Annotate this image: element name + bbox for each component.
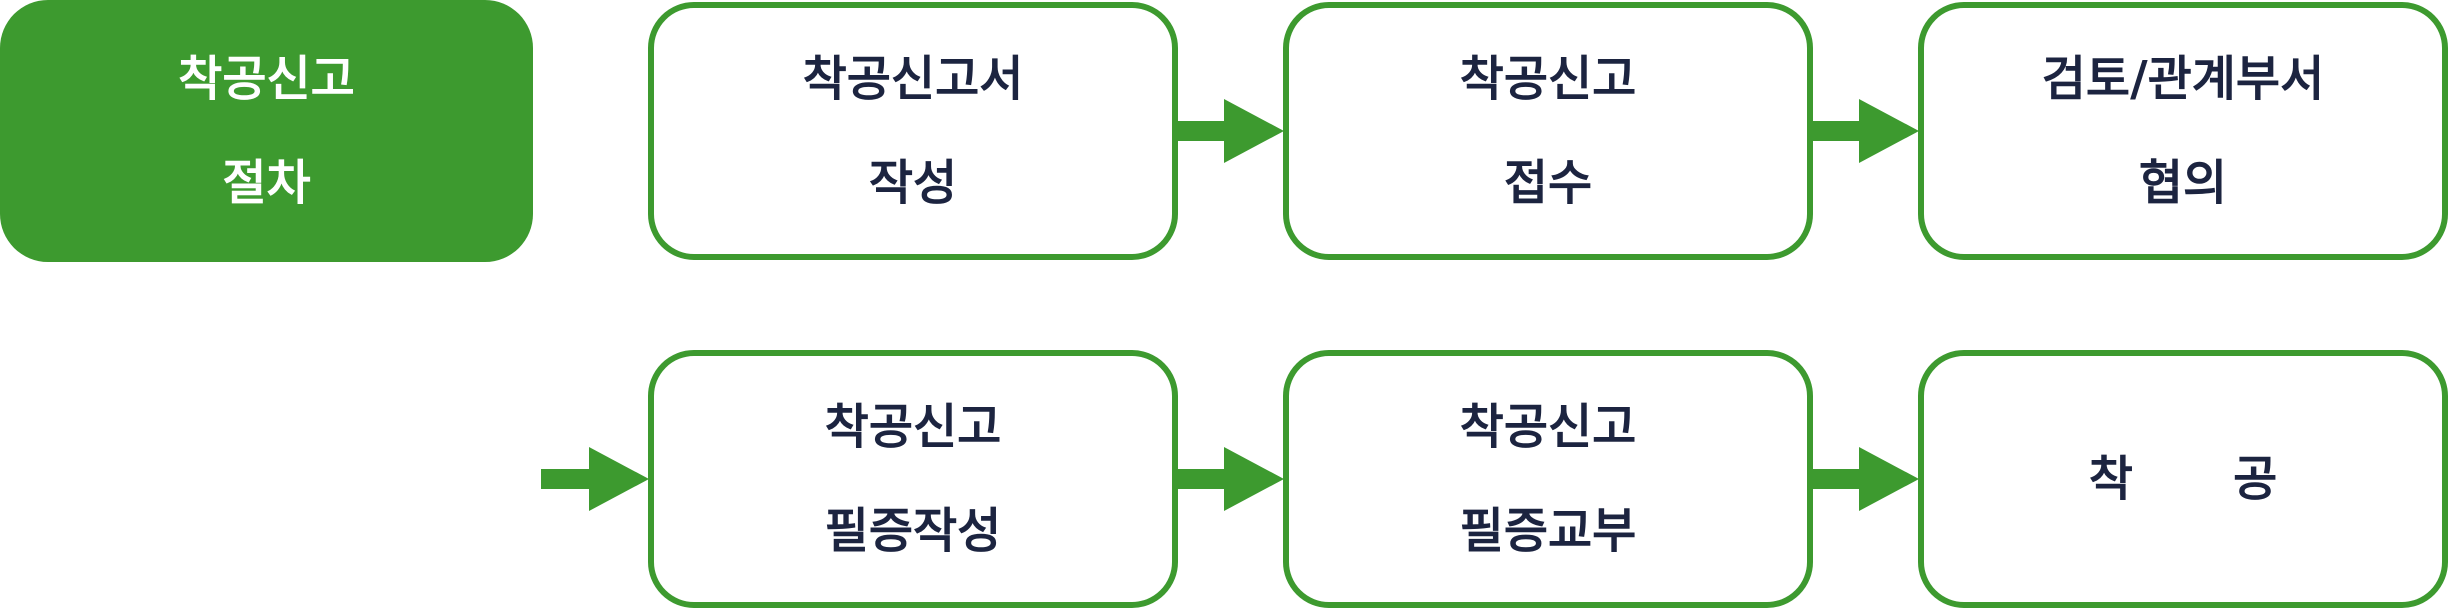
step-label-line2: 필증작성 xyxy=(824,503,1002,559)
arrow-right-icon xyxy=(541,447,649,511)
step-label-line1: 착공신고 xyxy=(1459,399,1637,455)
arrow-right-icon xyxy=(1813,99,1919,163)
procedure-title-box: 착공신고 절차 xyxy=(0,0,533,262)
arrow-right-icon xyxy=(1178,447,1284,511)
arrow-right-icon xyxy=(1813,447,1919,511)
step-label-line2: 필증교부 xyxy=(1459,503,1637,559)
step-label-line2: 협의 xyxy=(2138,155,2228,211)
procedure-title-line2: 절차 xyxy=(222,155,311,211)
step-box-review-consult: 검토/관계부서 협의 xyxy=(1918,2,2448,260)
step-label-line2: 작성 xyxy=(868,155,958,211)
procedure-title-line1: 착공신고 xyxy=(178,51,355,107)
step-box-write-certificate: 착공신고 필증작성 xyxy=(648,350,1178,608)
step-box-receive-report: 착공신고 접수 xyxy=(1283,2,1813,260)
step-label-line1: 검토/관계부서 xyxy=(2041,51,2325,107)
step-label-line2: 접수 xyxy=(1503,155,1593,211)
step-label-line1: 착공신고서 xyxy=(802,51,1024,107)
arrow-right-icon xyxy=(1178,99,1284,163)
step-label-line1: 착공신고 xyxy=(824,399,1002,455)
step-box-issue-certificate: 착공신고 필증교부 xyxy=(1283,350,1813,608)
step-box-write-report: 착공신고서 작성 xyxy=(648,2,1178,260)
step-label-line1: 착 공 xyxy=(2088,451,2278,507)
step-box-start-construction: 착 공 xyxy=(1918,350,2448,608)
step-label-line1: 착공신고 xyxy=(1459,51,1637,107)
